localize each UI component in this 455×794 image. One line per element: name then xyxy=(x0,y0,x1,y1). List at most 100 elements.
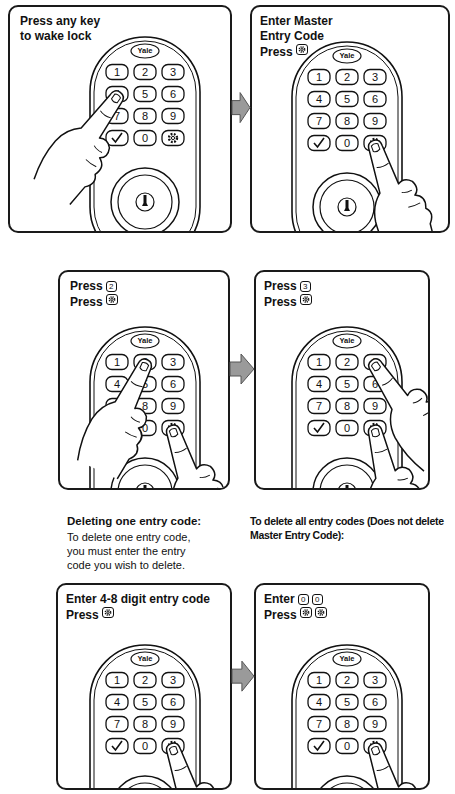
finger-creases xyxy=(377,158,421,214)
instruction-text: Press xyxy=(264,608,297,622)
gear-symbol xyxy=(302,295,310,304)
gear-teeth xyxy=(299,47,304,52)
keypad-key xyxy=(106,131,128,146)
key-digit: 4 xyxy=(308,92,330,107)
gear-symbol xyxy=(104,608,112,617)
gear-hub xyxy=(320,611,322,613)
instruction-text: Enter xyxy=(264,592,295,606)
gear-key-icon xyxy=(296,44,308,55)
key-digit: 5 xyxy=(134,695,156,710)
instruction-text: Enter 4-8 digit entry code xyxy=(66,592,210,606)
cylinder-ring xyxy=(118,465,172,490)
key-digit: 8 xyxy=(336,717,358,732)
gear-key-icon xyxy=(106,294,118,305)
instruction-text: Press any key to wake lock xyxy=(20,14,100,43)
key-digit: 6 xyxy=(364,92,386,107)
step-panel: Press2PressYale1234567890 xyxy=(58,270,230,490)
cylinder-ring xyxy=(320,783,374,790)
check-mark xyxy=(314,423,324,432)
step-instruction: Press2Press xyxy=(70,279,190,310)
keypad-key xyxy=(106,65,128,80)
key-digit: 8 xyxy=(134,717,156,732)
finger-creases xyxy=(72,111,124,168)
logo-oval xyxy=(131,652,159,666)
instruction-text: Press xyxy=(70,295,103,309)
step-instruction: Press any key to wake lock xyxy=(20,14,112,44)
instruction-text: Press xyxy=(264,279,297,293)
fingernail xyxy=(371,428,380,438)
instruction-line: Press xyxy=(264,294,384,310)
keypad-key xyxy=(106,717,128,732)
keypad-key xyxy=(162,65,184,80)
key-digit: 9 xyxy=(162,109,184,124)
keypad-key xyxy=(336,377,358,392)
step-panel: Press3PressYale1234567890 xyxy=(254,270,430,490)
logo-oval xyxy=(333,334,361,348)
finger-creases xyxy=(175,761,219,790)
instruction-note: To delete one entry code, you must enter… xyxy=(67,530,209,572)
key-digit: 2 xyxy=(336,355,358,370)
key-digit: 5 xyxy=(336,92,358,107)
cylinder-ring xyxy=(118,175,172,229)
keypad-key xyxy=(364,92,386,107)
key-digit: 1 xyxy=(106,355,128,370)
lock-inner-outline xyxy=(94,41,196,233)
key-digit: 1 xyxy=(106,65,128,80)
check-mark xyxy=(314,741,324,750)
keypad-key xyxy=(162,377,184,392)
key-digit: 0 xyxy=(336,739,358,754)
key-cylinder xyxy=(338,483,356,490)
step-instruction: Enter Master Entry CodePress xyxy=(260,14,338,60)
keypad-key xyxy=(162,87,184,102)
instruction-text: Press xyxy=(66,608,99,622)
keypad-key xyxy=(162,109,184,124)
key-digit: 4 xyxy=(308,695,330,710)
cylinder-ring xyxy=(118,783,172,790)
keypad-key xyxy=(308,695,330,710)
keypad-key xyxy=(162,673,184,688)
key-digit: 3 xyxy=(364,673,386,688)
key-digit: 3 xyxy=(162,65,184,80)
fingernail xyxy=(139,361,149,371)
keypad-key xyxy=(134,131,156,146)
keypad-key xyxy=(134,87,156,102)
instruction-line: Press xyxy=(260,44,338,60)
key-digit: 0 xyxy=(336,421,358,436)
gear-symbol xyxy=(108,295,116,304)
fingernail xyxy=(371,361,381,372)
hand-outline xyxy=(73,349,174,482)
keypad-key xyxy=(162,131,184,146)
gear-teeth xyxy=(318,610,323,615)
keypad-key xyxy=(364,673,386,688)
keypad-key xyxy=(106,739,128,754)
key-digit: 0 xyxy=(336,136,358,151)
instruction-text: Press xyxy=(260,45,293,59)
key-digit: 6 xyxy=(364,695,386,710)
key-digit: 2 xyxy=(134,673,156,688)
keypad-key xyxy=(162,695,184,710)
logo-oval xyxy=(333,49,361,63)
instruction-text: Press xyxy=(70,279,103,293)
step-panel: Enter00PressYale1234567890 xyxy=(254,583,430,790)
cylinder-rose xyxy=(111,776,179,790)
key-digit: 6 xyxy=(162,87,184,102)
key-icon: 2 xyxy=(106,281,117,292)
key-digit: 8 xyxy=(336,114,358,129)
key-cylinder xyxy=(136,193,154,211)
gear-key-icon xyxy=(102,607,114,618)
keypad-key xyxy=(162,399,184,414)
cylinder-rose xyxy=(313,776,381,790)
gear-symbol xyxy=(298,45,306,54)
keypad-key xyxy=(308,114,330,129)
hand-outline xyxy=(349,130,442,233)
keypad-key xyxy=(308,673,330,688)
instruction-line: Press2 xyxy=(70,279,190,294)
gear-key-icon xyxy=(300,607,312,618)
fingernail xyxy=(371,143,380,153)
cylinder-rose xyxy=(313,458,381,490)
keypad-key xyxy=(336,695,358,710)
keypad-key xyxy=(364,695,386,710)
keypad-key xyxy=(336,92,358,107)
keypad-key xyxy=(308,717,330,732)
key-digit: 1 xyxy=(106,673,128,688)
